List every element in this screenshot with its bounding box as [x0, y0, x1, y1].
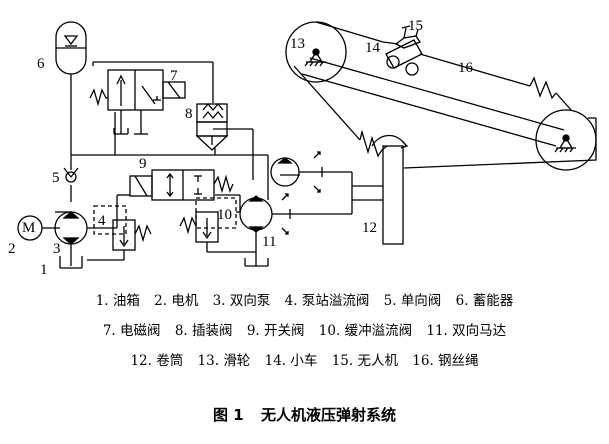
label-6: 6 — [37, 56, 45, 72]
electric-motor — [17, 215, 55, 241]
motor-letter: M — [22, 220, 35, 236]
label-12: 12 — [362, 220, 377, 236]
bidirectional-pump — [54, 211, 88, 245]
label-3: 3 — [53, 241, 61, 257]
launch-rail — [301, 57, 565, 147]
check-valve — [63, 167, 79, 183]
label-10: 10 — [217, 207, 232, 223]
legend-row-2: 7. 电磁阀 8. 插装阀 9. 开关阀 10. 缓冲溢流阀 11. 双向马达 — [102, 323, 507, 339]
tank — [59, 256, 269, 269]
label-5: 5 — [52, 170, 60, 186]
label-13: 13 — [290, 36, 305, 52]
buffer-relief-valve — [179, 197, 256, 253]
label-4: 4 — [98, 213, 106, 229]
shaft — [290, 171, 383, 215]
upper-hydraulic-motor — [270, 151, 323, 193]
legend-row-1: 1. 油箱 2. 电机 3. 双向泵 4. 泵站溢流阀 5. 单向阀 6. 蓄能… — [95, 293, 514, 309]
label-15: 15 — [408, 18, 423, 34]
uav — [394, 25, 421, 49]
label-16: 16 — [458, 60, 474, 76]
figure-title: 无人机液压弹射系统 — [260, 406, 396, 424]
label-1: 1 — [40, 262, 48, 278]
legend: 1. 油箱 2. 电机 3. 双向泵 4. 泵站溢流阀 5. 单向阀 6. 蓄能… — [0, 286, 609, 376]
label-7: 7 — [170, 68, 178, 84]
label-11: 11 — [262, 234, 276, 250]
label-2: 2 — [8, 241, 16, 257]
figure-number: 图 1 — [213, 406, 244, 424]
label-14: 14 — [365, 40, 381, 56]
wire-rope — [293, 21, 597, 169]
cart — [385, 39, 423, 76]
pump-relief-valve — [87, 205, 152, 261]
accumulator — [55, 21, 87, 75]
solenoid-valve — [89, 69, 186, 135]
figure-caption: 图 1 无人机液压弹射系统 — [0, 404, 609, 425]
switch-valve — [129, 169, 234, 201]
cartridge-valve — [195, 102, 229, 151]
label-8: 8 — [185, 106, 193, 122]
pressure-lines — [55, 61, 300, 266]
lower-hydraulic-motor — [239, 193, 291, 235]
legend-row-3: 12. 卷筒 13. 滑轮 14. 小车 15. 无人机 16. 钢丝绳 — [130, 353, 479, 369]
label-9: 9 — [139, 156, 147, 172]
pulley-left — [285, 21, 347, 83]
hydraulic-catapult-diagram: 6 7 8 9 5 4 10 11 12 M 2 3 1 13 14 15 16 — [8, 18, 597, 278]
